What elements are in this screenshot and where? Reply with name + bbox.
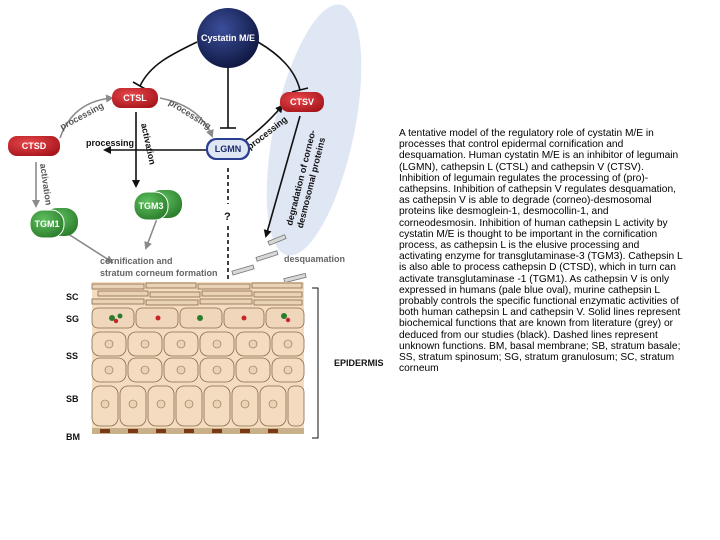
epidermis-bracket	[312, 287, 319, 439]
layer-label-sb: SB	[66, 394, 79, 404]
cystatin-label: Cystatin M/E	[201, 33, 255, 43]
shedding-squames	[231, 234, 307, 284]
basal-membrane	[92, 428, 304, 434]
cystatin-node: Cystatin M/E	[197, 8, 259, 68]
layer-label-ss: SS	[66, 351, 78, 361]
ctsd-node: CTSD	[8, 136, 60, 156]
cornification-line-2: stratum corneum formation	[100, 268, 218, 278]
tgm3-node: TGM3	[133, 190, 182, 221]
layer-label-sg: SG	[66, 314, 79, 324]
ctsl-label: CTSL	[123, 93, 147, 103]
inhibition-lines	[132, 41, 309, 129]
ctsl-node: CTSL	[112, 88, 158, 108]
ctsd-label: CTSD	[22, 141, 47, 151]
desquamation-label: desquamation	[284, 254, 345, 264]
cornification-label: cornification and stratum corneum format…	[100, 256, 218, 278]
unknown-function-mark: ?	[224, 211, 231, 223]
tgm1-node: TGM1	[29, 208, 78, 239]
epidermis-tissue	[91, 282, 305, 434]
figure-caption: A tentative model of the regulatory role…	[399, 128, 683, 375]
processing-label-ctsd: processing	[86, 138, 134, 148]
processing-label-ctsd-to-ctsl: processing	[58, 100, 105, 131]
lgmn-label: LGMN	[215, 144, 242, 154]
layer-label-bm: BM	[66, 432, 80, 442]
layer-label-sc: SC	[66, 292, 79, 302]
processing-arrows	[32, 94, 301, 282]
human-expression-oval	[266, 4, 362, 256]
lgmn-node: LGMN	[206, 138, 250, 160]
ctsv-label: CTSV	[290, 97, 314, 107]
tgm3-label: TGM3	[138, 201, 163, 211]
activation-label-ctsl: activation	[139, 122, 158, 165]
processing-label-ctsl-to-lgmn: processing	[167, 97, 213, 131]
ctsv-node: CTSV	[280, 92, 324, 112]
tgm1-label: TGM1	[34, 219, 59, 229]
epidermis-label: EPIDERMIS	[334, 358, 384, 368]
cystatin-model-diagram: processing processing processing activat…	[8, 4, 384, 442]
cornification-line-1: cornification and	[100, 256, 173, 266]
activation-label-ctsd: activation	[38, 163, 54, 206]
